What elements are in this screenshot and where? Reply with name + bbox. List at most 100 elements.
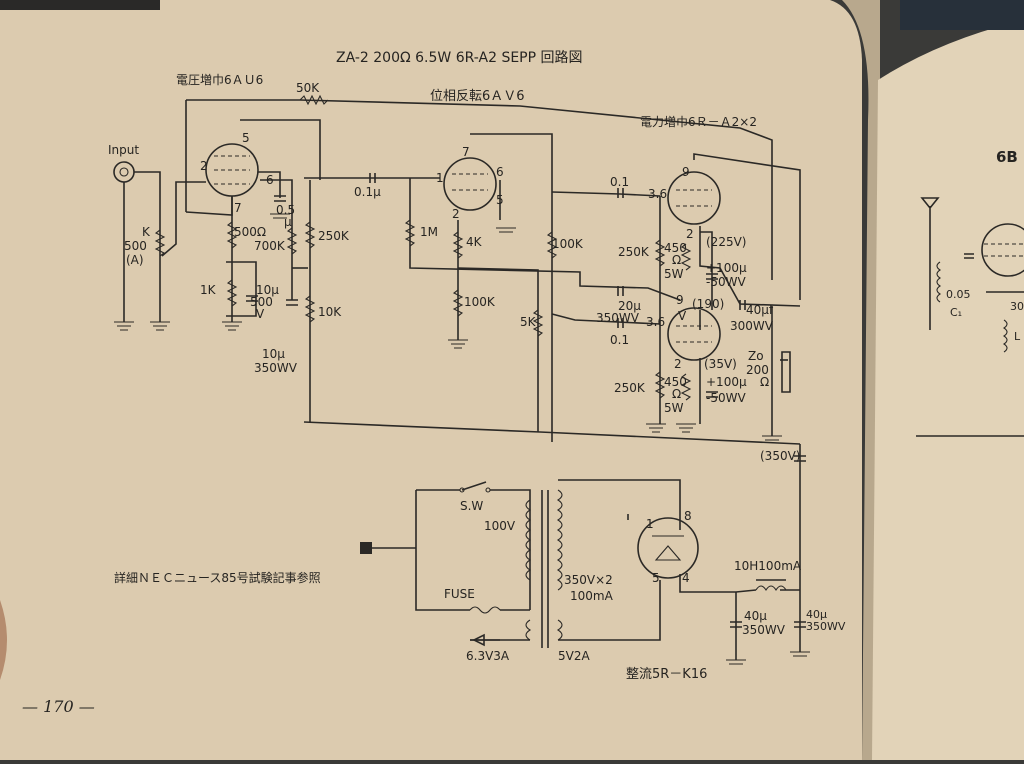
pin-4-rect: 4 [682,571,690,585]
c-01-label-b: 0.1 [610,175,629,189]
c-100u-label-a: +100μ [706,261,747,275]
c-05-unit: μ [284,215,292,229]
r-450-ohm-b: Ω [672,387,681,401]
r-450-w-b: 5W [664,401,684,415]
v-190-unit: V [678,309,687,323]
r-450-w-a: 5W [664,267,684,281]
ma100-label: 100mA [570,589,614,603]
fuse-label: FUSE [444,587,475,601]
c-10u-350-volt: 350WV [254,361,298,375]
input-label: Input [108,143,139,157]
c-40u-label-a: 40μ [744,609,767,623]
r-450-label-b: 450 [664,375,687,389]
pot-k-label: K [142,225,151,239]
pin-6-tube2: 6 [496,165,504,179]
sw-label: S.W [460,499,483,513]
zo-value: 200 [746,363,769,377]
pin-9-tube4: 9 [676,293,684,307]
r-10k-label: 10K [318,305,342,319]
circuit-wires [113,99,801,660]
pin-2-tube1: 2 [200,159,208,173]
zo-unit: Ω [760,375,769,389]
c-01-label-c: 0.1 [610,333,629,347]
heater-6-3v-label: 6.3V3A [466,649,510,663]
right-page-l: L [1014,330,1021,343]
right-page-schematic [916,197,1024,437]
pin-8-rect: 8 [684,509,692,523]
right-page-c-005: 0.05 [946,288,971,301]
pin-7-tube1: 7 [234,201,242,215]
v-350-label: (350V) [760,449,800,463]
c-01u-label: 0.1μ [354,185,381,199]
c-05-label: 0.5 [276,203,295,217]
pot-a-label: (A) [126,253,144,267]
c-10u-v2: V [256,307,265,321]
zo-label: Zo [748,349,764,363]
pin-1-rect: 1 [646,517,654,531]
pin-5-rect: 5 [652,571,660,585]
r-100k-label-b: 100K [552,237,584,251]
pin-5-tube1: 5 [242,131,250,145]
c-20u-label: 20μ [618,299,641,313]
c-40uf-volt: 300WV [730,319,774,333]
right-page-c1: C₁ [950,306,962,319]
c-40u-volt-b: 350WV [806,620,846,633]
r-100k-label-a: 100K [464,295,496,309]
stage-voltage-amp: 電圧増巾6ＡＵ6 [176,73,263,87]
c-40uf-label: 40μf [746,303,774,317]
stage-power-amp: 電力増巾6Ｒ－Ａ2×2 [640,115,757,129]
pin-9-tube3: 9 [682,165,690,179]
r-700k-label: 700K [254,239,286,253]
pin-2-tube3: 2 [686,227,694,241]
r-250k-label-a: 250K [318,229,350,243]
capacitors [246,173,806,628]
c-100u-label-b: +100μ [706,375,747,389]
r-1k-label: 1K [200,283,217,297]
c-40u-volt-a: 350WV [742,623,786,637]
schematic-title: ZA-2 200Ω 6.5W 6R-A2 SEPP 回路図 [336,50,583,66]
right-page [872,20,1024,760]
pin-36-tube3: 3.6 [648,187,667,201]
right-page-r30: 30 [1010,300,1024,313]
pot-500-label: 500 [124,239,147,253]
v-225-label: (225V) [706,235,746,249]
v350x2-label: 350V×2 [564,573,613,587]
r-5k-label: 5K [520,315,537,329]
c-20u-volt: 350WV [596,311,640,325]
pin-2-tube4: 2 [674,357,682,371]
pin-36-tube4: 3.6 [646,315,665,329]
v5v2a-label: 5V2A [558,649,590,663]
pin-6-tube1: 6 [266,173,274,187]
page-number: — 170 — [22,697,95,716]
stage-phase-inverter: 位相反転6ＡＶ6 [430,89,525,104]
v-190-label: (190) [692,297,724,311]
pin-5-tube2: 5 [496,193,504,207]
choke-label: 10H100mA [734,559,802,573]
r-450-ohm-a: Ω [672,253,681,267]
r-1m-label: 1M [420,225,438,239]
c-40u-label-b: 40μ [806,608,827,621]
pin-1-tube2: 1 [436,171,444,185]
transformer [360,351,791,648]
c-10u-350-label: 10μ [262,347,285,361]
resistors [154,94,692,401]
r-250k-label-c: 250K [614,381,646,395]
r-450-label-a: 450 [664,241,687,255]
r-500ohm-label: 500Ω [234,225,266,239]
v100-label: 100V [484,519,516,533]
r-250k-label-b: 250K [618,245,650,259]
vacuum-tubes [205,143,721,579]
r-50k-label: 50K [296,81,320,95]
reference-note: 詳細ＮＥＣニュース85号試験記事参照 [114,570,321,585]
ground-symbols [114,213,810,665]
c-10u-v1: 500 [250,295,273,309]
c-100u-volt-a: -50WV [706,275,746,289]
c-10u-label: 10μ [256,283,279,297]
v-35-label: (35V) [704,357,737,371]
pin-2-tube2: 2 [452,207,460,221]
stage-rectifier: 整流5R－K16 [626,667,707,682]
c-100u-volt-b: -50WV [706,391,746,405]
right-page-heading: 6B [996,148,1018,166]
